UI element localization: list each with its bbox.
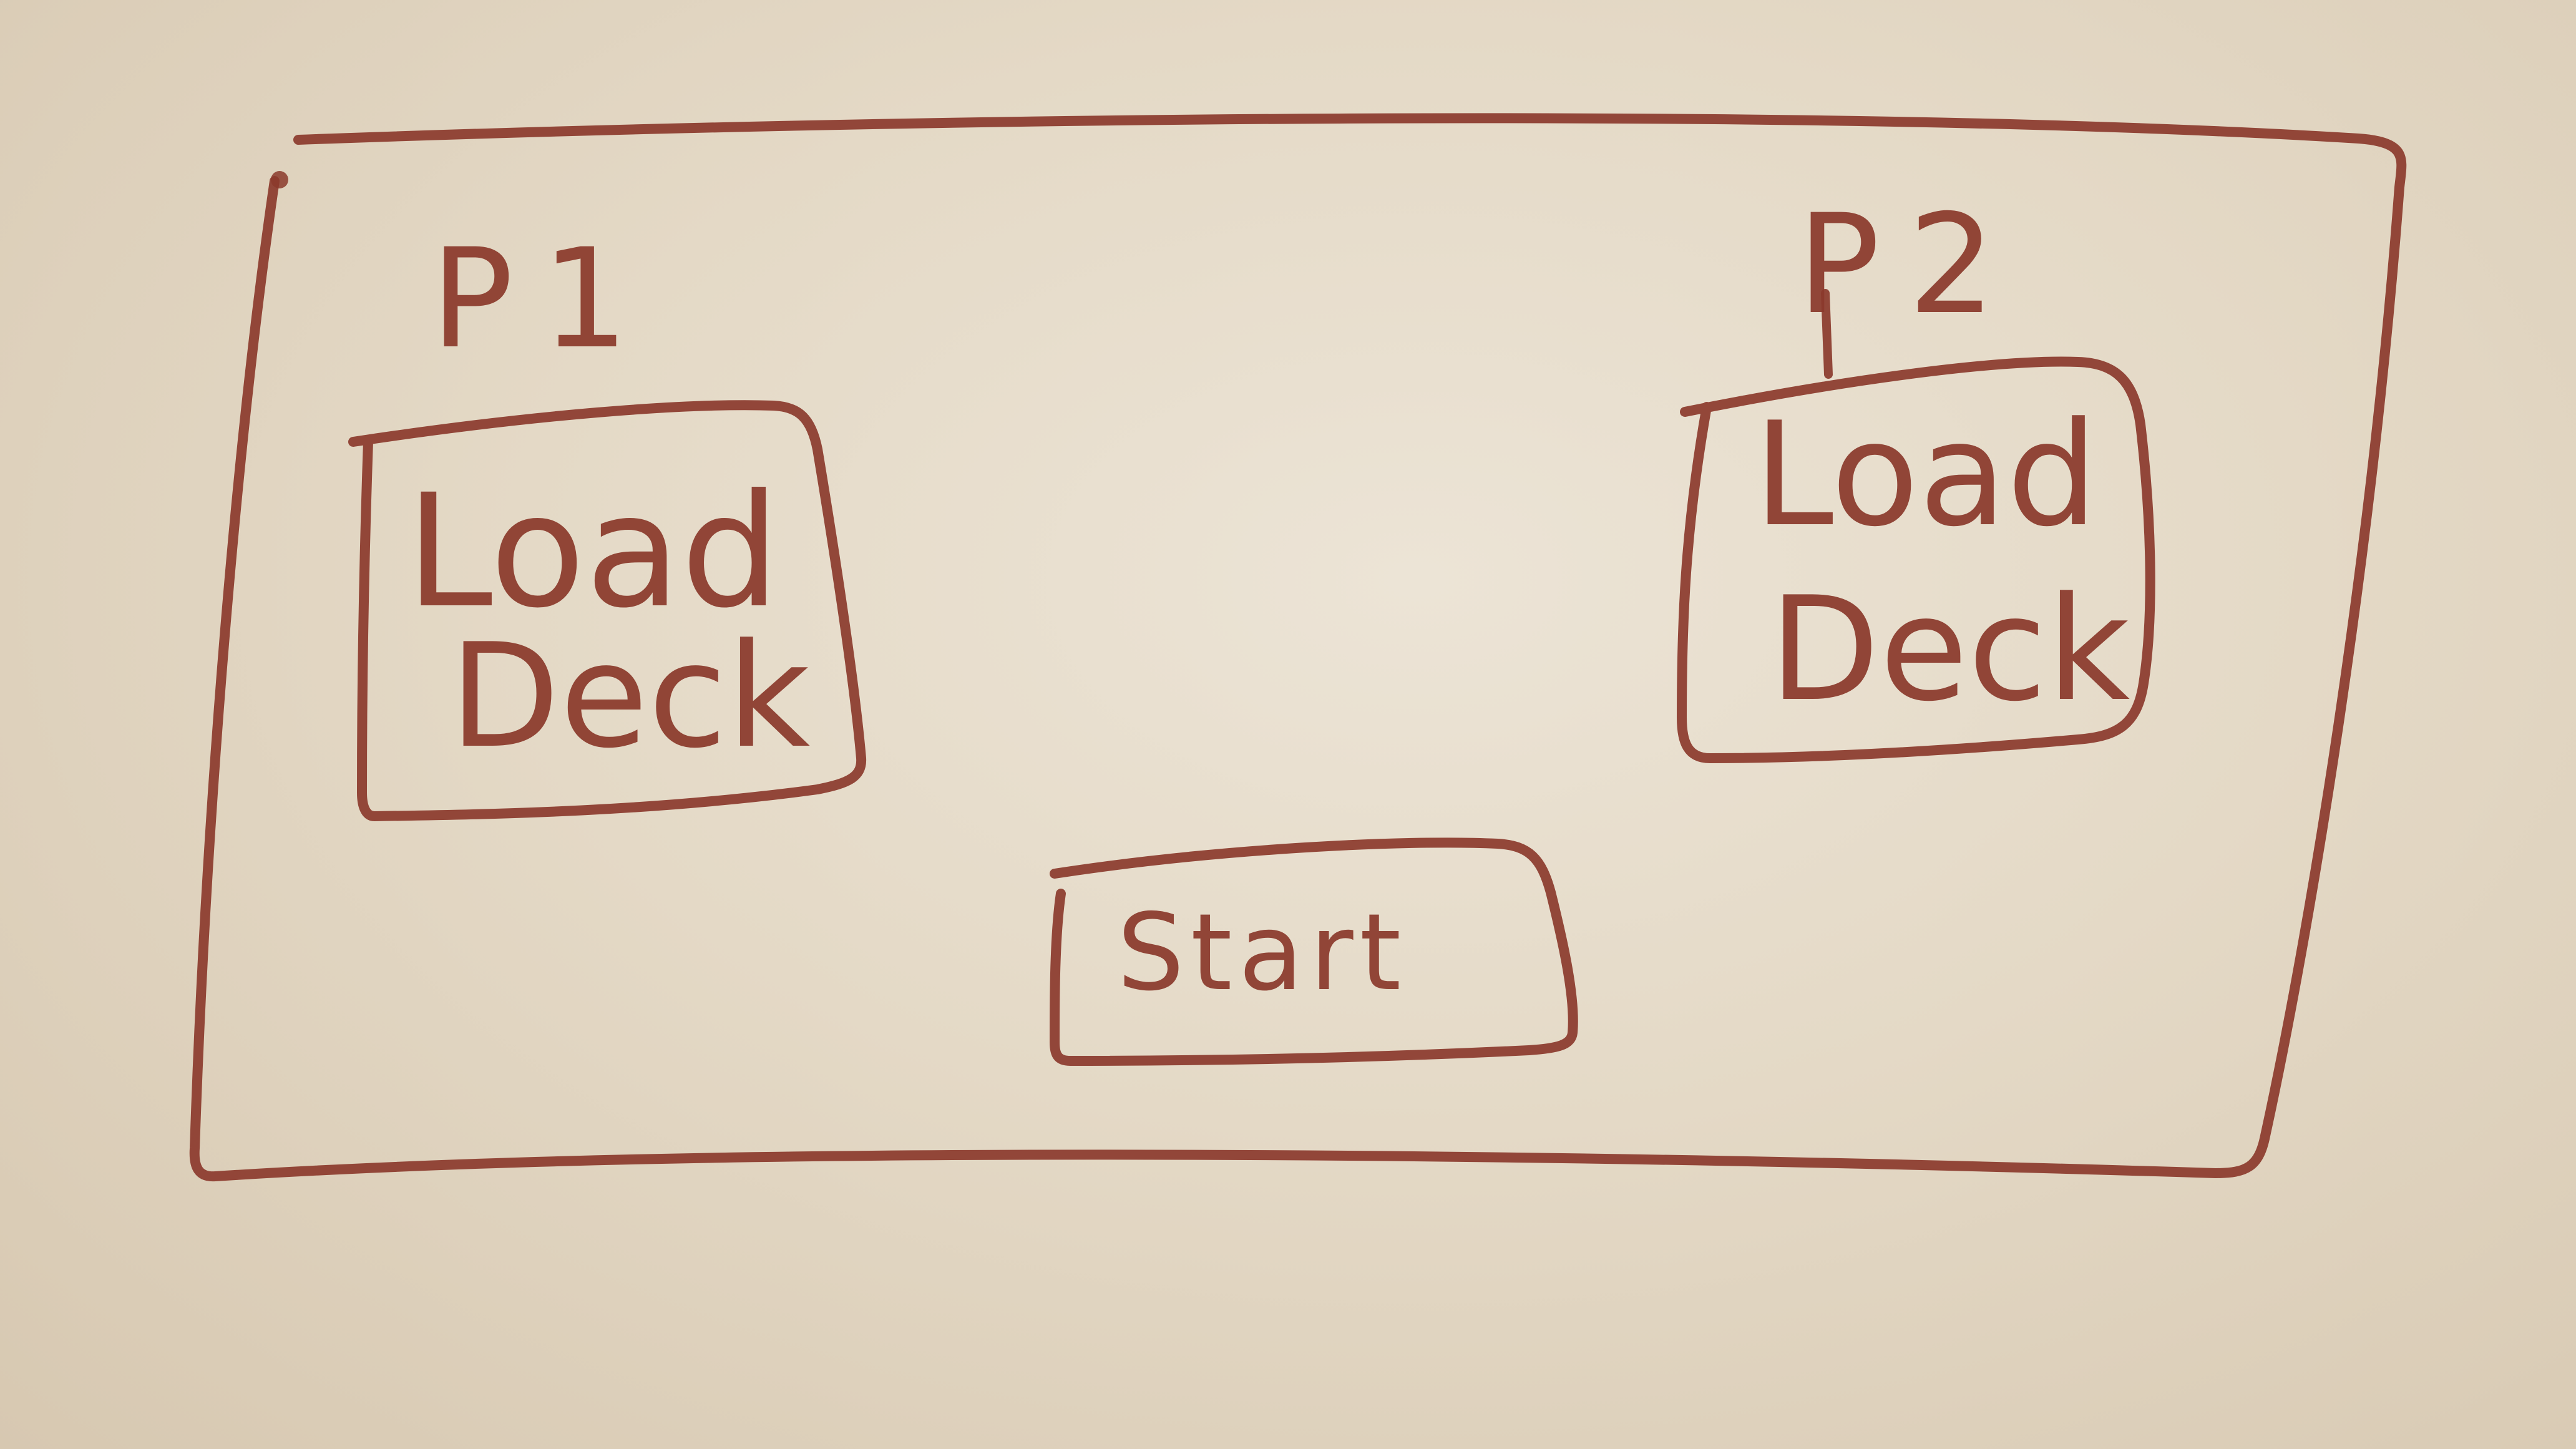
player2-load-deck-line1: Load bbox=[1754, 392, 2098, 559]
player2-label-connector bbox=[1821, 289, 1833, 379]
player2-label: P2 bbox=[1797, 185, 2024, 344]
player2-load-deck-line2: Deck bbox=[1769, 567, 2130, 733]
player1-label: P1 bbox=[431, 219, 657, 379]
player1-load-deck-line1: Load bbox=[406, 461, 780, 642]
player2-load-deck-button[interactable]: Load Deck bbox=[1677, 356, 2155, 763]
start-button[interactable]: Start bbox=[1050, 837, 1578, 1066]
player1-load-deck-button[interactable]: Load Deck bbox=[348, 400, 867, 821]
app-window-frame bbox=[189, 113, 2407, 1182]
player1-load-deck-line2: Deck bbox=[449, 613, 810, 780]
start-button-label: Start bbox=[1117, 891, 1407, 1015]
